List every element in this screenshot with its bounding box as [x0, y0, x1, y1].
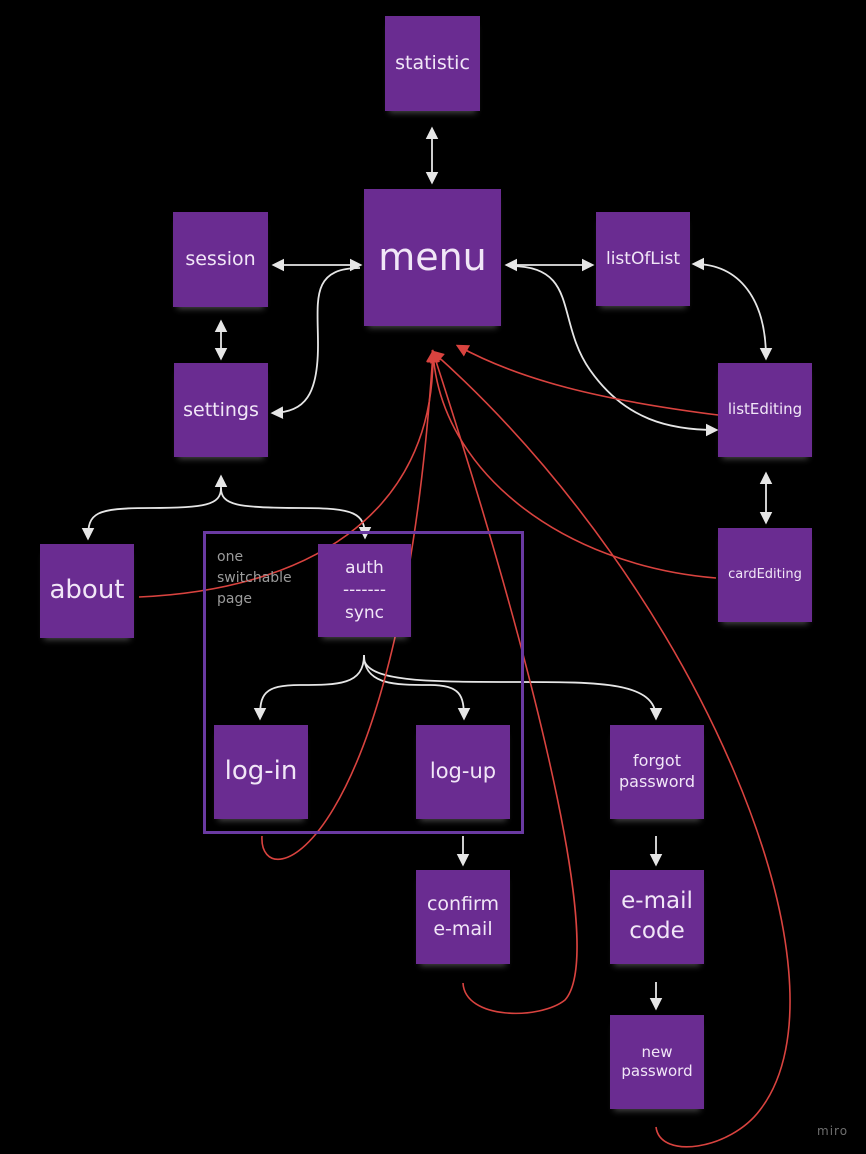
node-listOfList[interactable]: listOfList — [596, 212, 690, 306]
node-log-in[interactable]: log-in — [214, 725, 308, 819]
arrow-listOfList-listEditing — [691, 257, 773, 361]
node-statistic[interactable]: statistic — [385, 16, 480, 111]
miro-watermark: miro — [817, 1124, 849, 1138]
return-listEditing-menu — [455, 344, 719, 416]
node-menu[interactable]: menu — [364, 189, 501, 326]
node-about[interactable]: about — [40, 544, 134, 638]
node-settings[interactable]: settings — [174, 363, 268, 457]
node-auth-sync[interactable]: auth ------- sync — [318, 544, 411, 637]
node-new-password[interactable]: new password — [610, 1015, 704, 1109]
arrow-settings-auth — [220, 487, 372, 540]
node-cardEditing[interactable]: cardEditing — [718, 528, 812, 622]
arrow-settings-about — [81, 474, 228, 541]
node-forgot-password[interactable]: forgot password — [610, 725, 704, 819]
arrow-menu-listEditing — [509, 265, 719, 437]
switchable-page-group-label: one switchable page — [217, 549, 292, 607]
return-cardEditing-menu — [427, 349, 717, 579]
arrow-auth-logup — [363, 654, 471, 721]
arrow-auth-forgot — [363, 659, 663, 721]
node-log-up[interactable]: log-up — [416, 725, 510, 819]
arrow-auth-login — [253, 654, 365, 721]
node-session[interactable]: session — [173, 212, 268, 307]
return-confirm-menu — [430, 349, 578, 1015]
node-email-code[interactable]: e-mail code — [610, 870, 704, 964]
return-newpass-menu — [431, 350, 791, 1148]
switchable-page-group-frame — [203, 531, 524, 834]
node-listEditing[interactable]: listEditing — [718, 363, 812, 457]
node-confirm-email[interactable]: confirm e-mail — [416, 870, 510, 964]
arrow-menu-settings — [270, 267, 361, 419]
return-login-menu — [261, 349, 439, 861]
